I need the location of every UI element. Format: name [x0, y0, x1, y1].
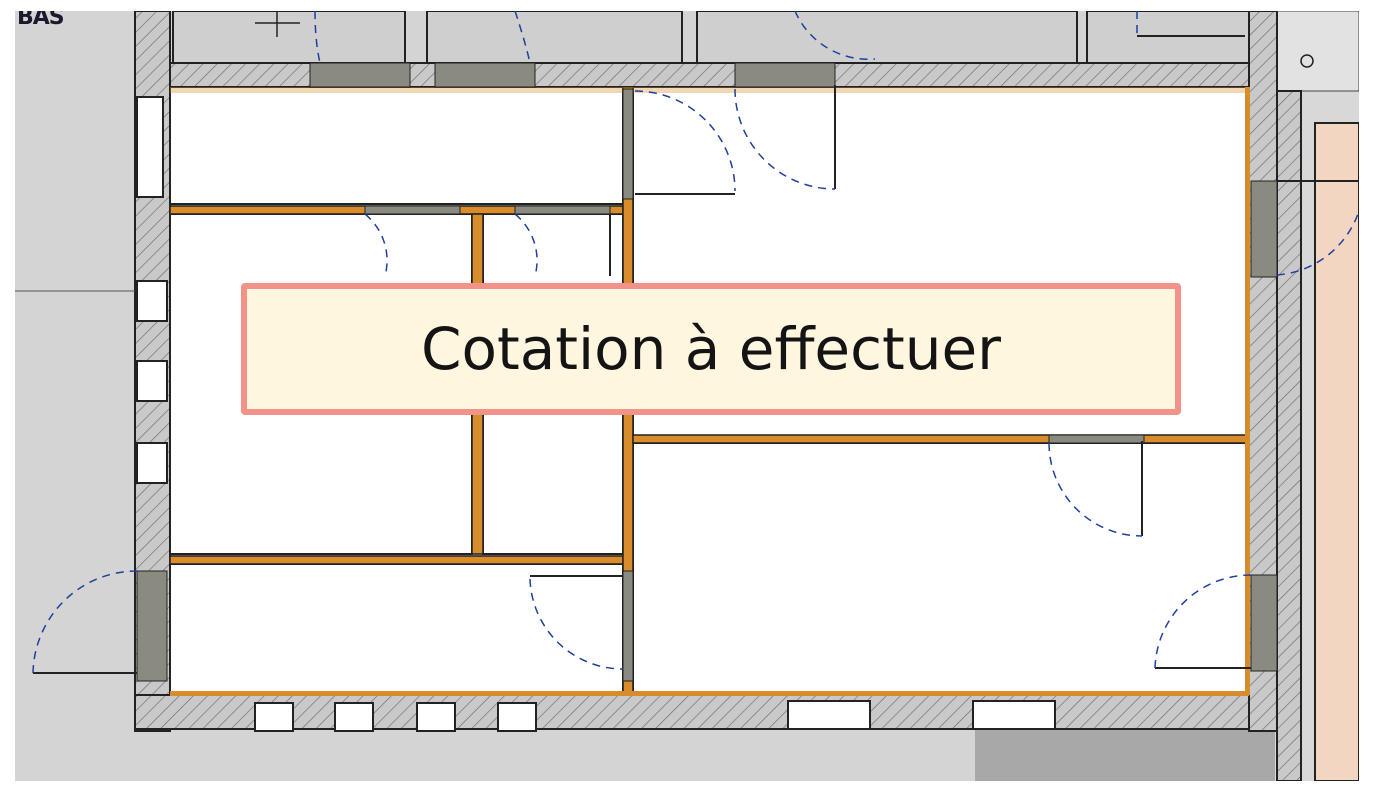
upper-room-3 — [696, 11, 1078, 67]
room-bottom-right — [632, 442, 1250, 696]
adjacent-room — [1314, 122, 1359, 781]
door-swing-11 — [514, 11, 531, 64]
window-bottom-1 — [254, 702, 294, 732]
door-swing-1 — [634, 90, 736, 192]
upper-room-2 — [426, 11, 683, 67]
bottom-wall — [134, 694, 1276, 730]
upper-room-1 — [172, 11, 406, 67]
room-top-left — [169, 86, 624, 205]
window-bottom-6 — [972, 700, 1056, 730]
corner-label: BAS — [17, 11, 65, 30]
door-swing-10 — [314, 11, 321, 64]
window-bottom-3 — [416, 702, 456, 732]
door-swing-2 — [734, 88, 836, 190]
upper-room-4 — [1086, 11, 1256, 67]
annotation-banner-text: Cotation à effectuer — [420, 315, 1002, 383]
window-bottom-5 — [787, 700, 871, 730]
door-swing-8 — [364, 213, 388, 277]
door-swing-3 — [1048, 442, 1143, 537]
window-left-2 — [136, 280, 168, 322]
door-swing-6 — [32, 570, 138, 674]
window-left-3 — [136, 360, 168, 402]
door-swing-5 — [1154, 574, 1252, 669]
window-bottom-2 — [334, 702, 374, 732]
window-left-4 — [136, 442, 168, 484]
window-left-1 — [136, 96, 164, 198]
door-swing-4 — [529, 578, 624, 670]
floor-plan-canvas: BAS Cotation à effectuer — [15, 11, 1359, 781]
window-bottom-4 — [497, 702, 537, 732]
annotation-banner: Cotation à effectuer — [241, 283, 1181, 415]
door-swing-9 — [514, 213, 538, 277]
door-swing-12 — [794, 11, 876, 61]
room-bottom-left — [169, 563, 624, 696]
